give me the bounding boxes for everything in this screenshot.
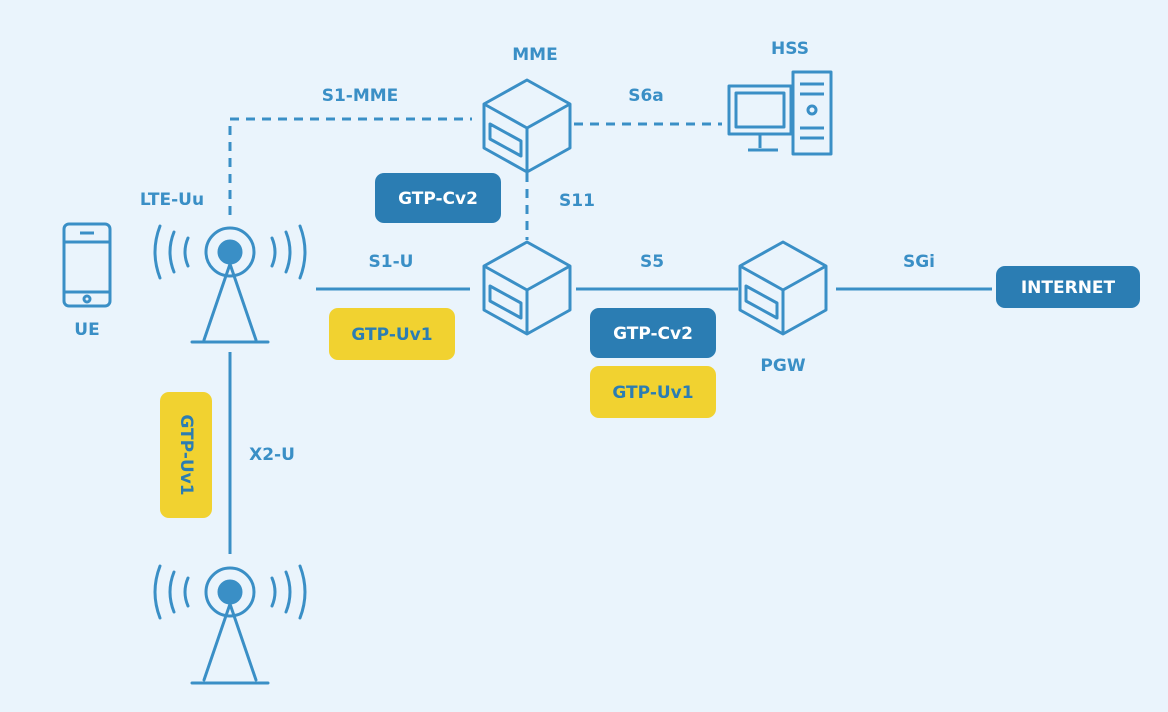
ue-label: UE	[74, 320, 99, 340]
svg-text:GTP-Uv1: GTP-Uv1	[176, 414, 196, 495]
s5-label: S5	[640, 252, 664, 272]
gtp-uv1-badge-x2: GTP-Uv1	[160, 392, 212, 518]
gtp-cv2-badge-s11: GTP-Cv2	[375, 173, 501, 223]
svg-text:GTP-Cv2: GTP-Cv2	[398, 189, 478, 209]
connections	[228, 117, 992, 554]
ue-phone-icon	[62, 222, 112, 308]
enodeb-tower-icon	[153, 224, 307, 344]
s1-mme-label: S1-MME	[322, 86, 399, 106]
gtp-cv2-badge-s5: GTP-Cv2	[590, 308, 716, 358]
enodeb-tower-icon	[153, 564, 307, 685]
mme-server-icon	[482, 78, 572, 174]
internet-node-badge: INTERNET	[996, 266, 1140, 308]
hss-computer-icon	[727, 70, 833, 156]
sgw-server-icon	[482, 240, 572, 336]
lte-uu-label: LTE-Uu	[140, 190, 204, 210]
hss-label: HSS	[771, 39, 809, 59]
svg-text:INTERNET: INTERNET	[1021, 278, 1116, 298]
mme-label: MME	[512, 45, 557, 65]
pgw-server-icon	[738, 240, 828, 336]
s1-mme-link	[228, 117, 472, 215]
svg-text:GTP-Uv1: GTP-Uv1	[612, 383, 693, 403]
pgw-label: PGW	[760, 356, 805, 376]
x2-u-label: X2-U	[249, 445, 295, 465]
svg-text:GTP-Uv1: GTP-Uv1	[351, 325, 432, 345]
s11-label: S11	[559, 191, 595, 211]
s6a-label: S6a	[628, 86, 664, 106]
gtp-uv1-badge-s1: GTP-Uv1	[329, 308, 455, 360]
s1-u-label: S1-U	[369, 252, 414, 272]
gtp-uv1-badge-s5: GTP-Uv1	[590, 366, 716, 418]
svg-text:GTP-Cv2: GTP-Cv2	[613, 324, 693, 344]
sgi-label: SGi	[903, 252, 935, 272]
